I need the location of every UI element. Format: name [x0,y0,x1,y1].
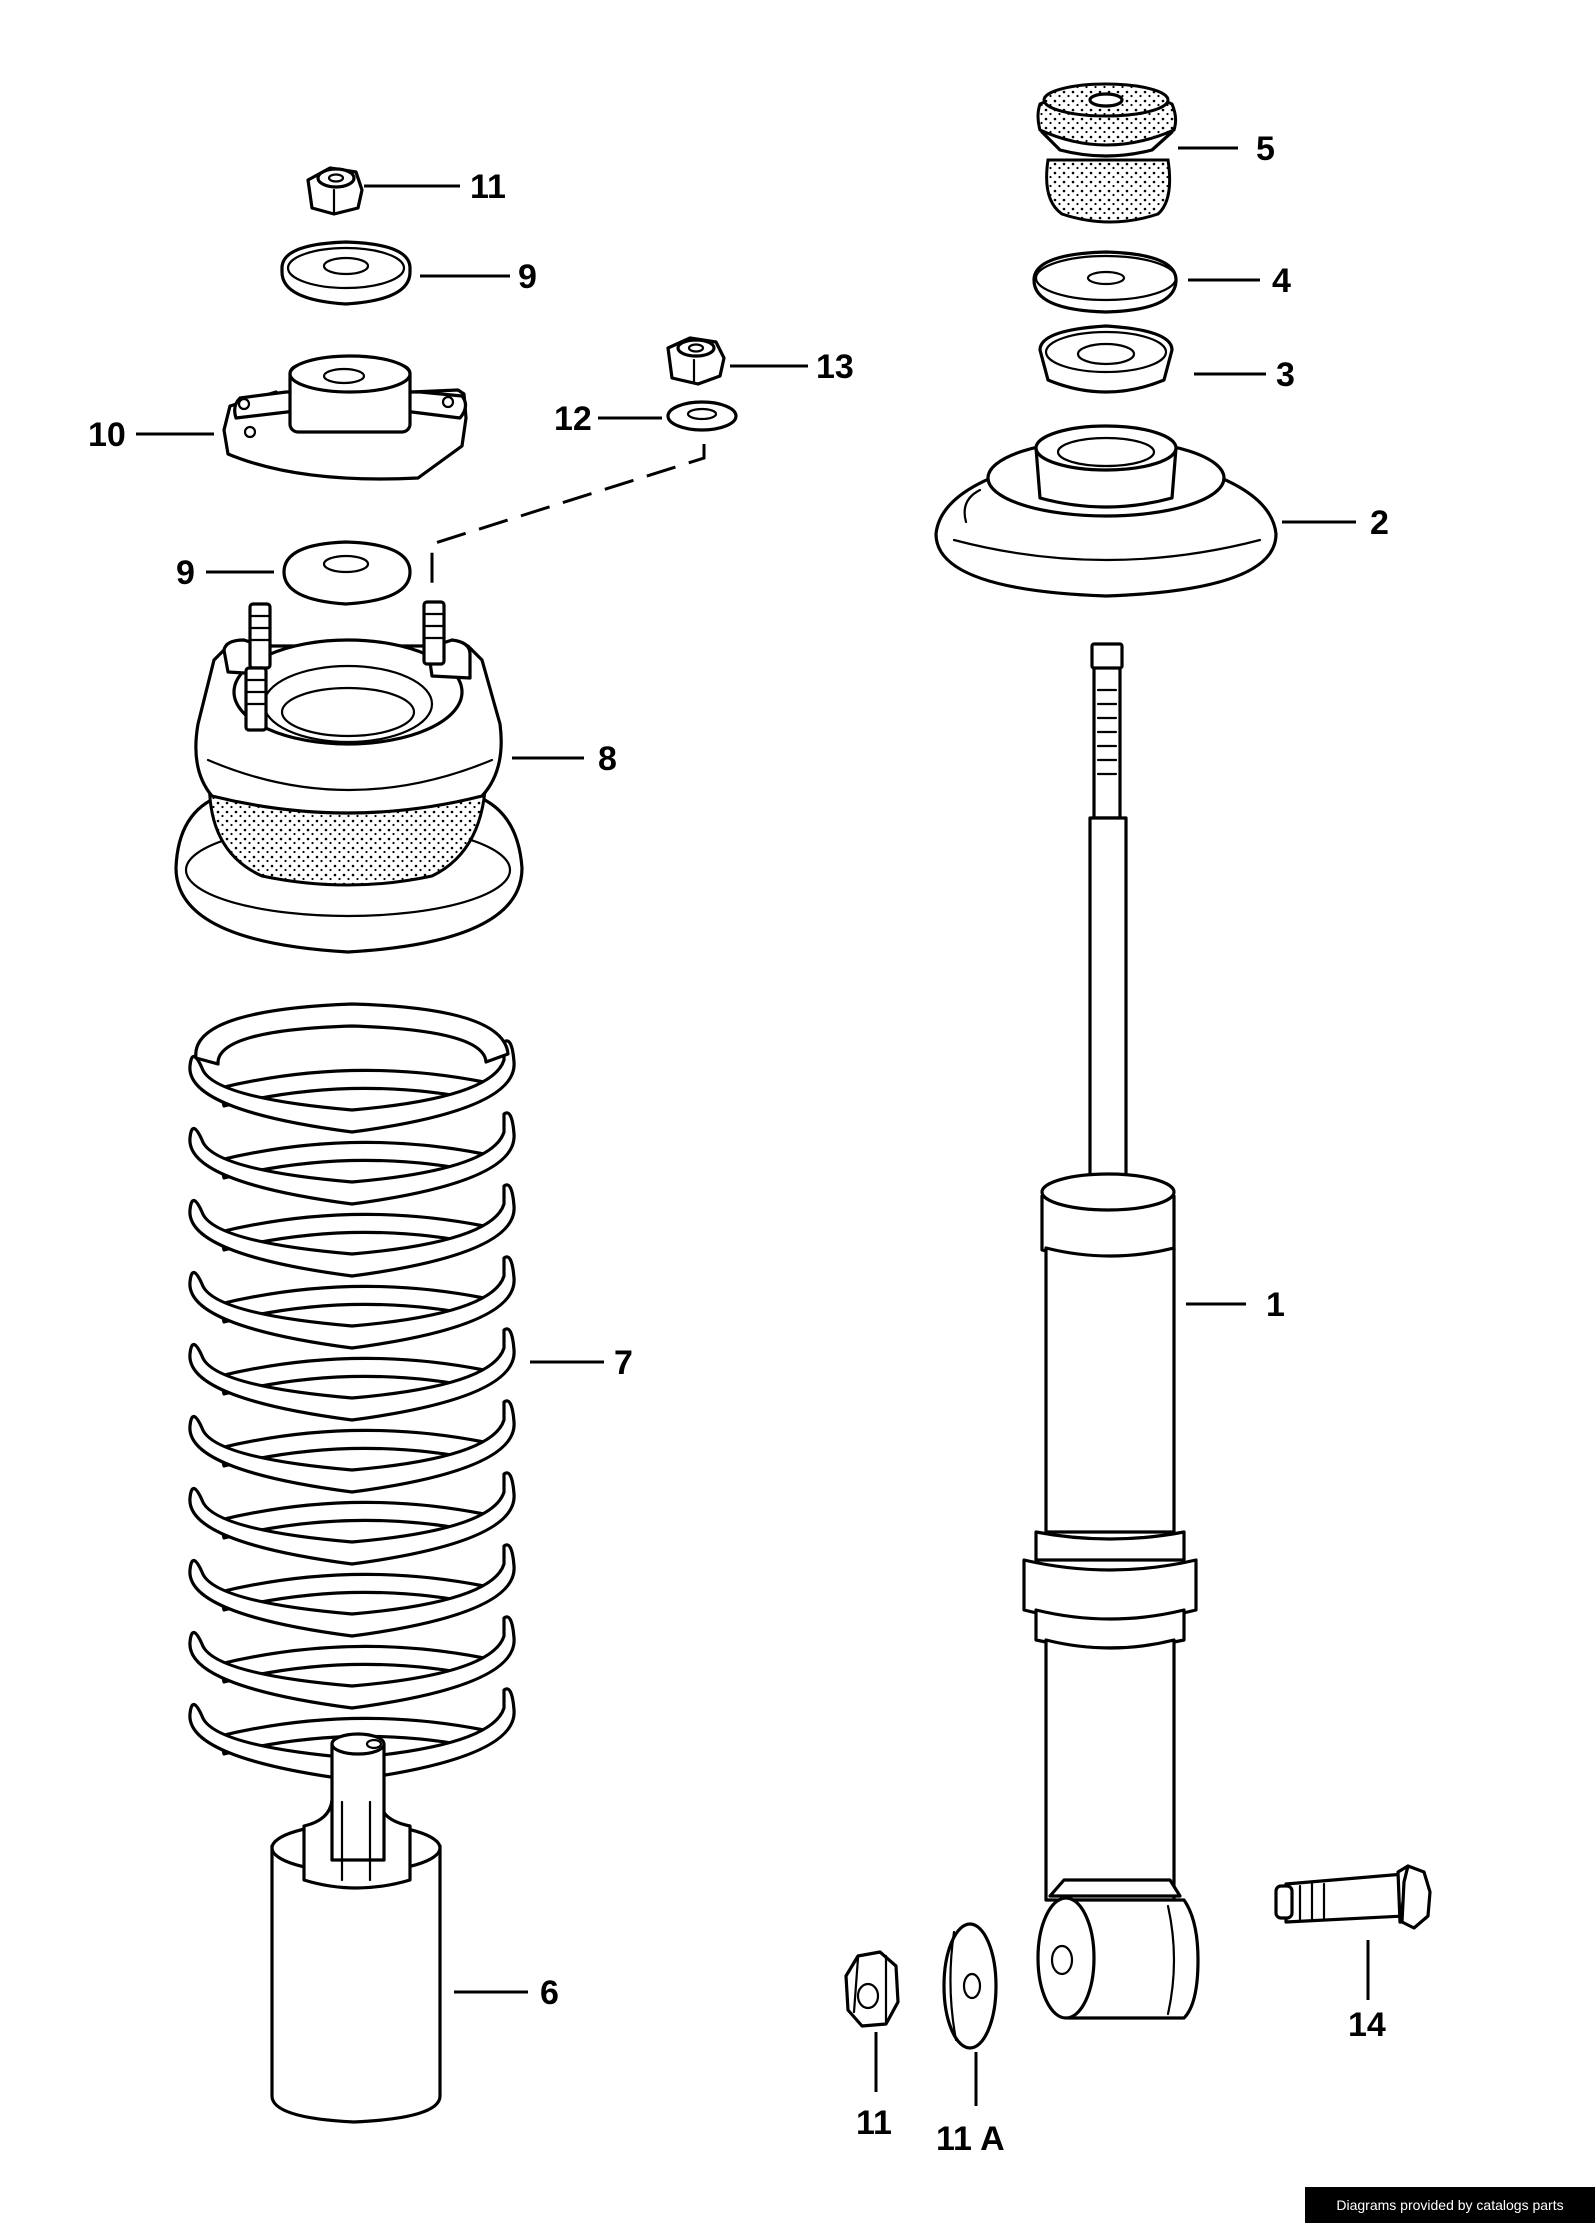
part-1-shock-absorber [1022,642,1200,2020]
callout-6: 6 [540,1974,559,2012]
callout-9-top: 9 [518,258,537,296]
callout-5: 5 [1256,130,1275,168]
part-12-washer [666,400,738,432]
spring-coil [188,1687,516,1782]
callout-13: 13 [816,348,854,386]
callout-2: 2 [1370,504,1389,542]
spring-coil [188,1471,516,1566]
part-8-strut-mount [174,600,524,954]
callout-10: 10 [88,416,126,454]
part-7-coil-spring [188,1002,516,1782]
spring-coil [188,1399,516,1494]
part-14-bolt [1274,1864,1432,1930]
part-2-top-mount [934,424,1278,598]
callout-14: 14 [1348,2006,1386,2044]
part-3-cup [1038,324,1174,394]
callout-11a: 11 A [936,2120,1005,2158]
spring-coil [188,1615,516,1710]
spring-coil [188,1543,516,1638]
callout-12: 12 [554,400,592,438]
assembly-dash-line [430,444,706,586]
spring-coil [188,1111,516,1206]
part-10-mount-plate [222,354,468,481]
part-11-nut-lower [844,1950,900,2028]
leader-lines [136,146,1370,2106]
spring-coil [188,1255,516,1350]
callout-1: 1 [1266,1286,1285,1324]
part-6-bump-stop [270,1732,442,2124]
callout-4: 4 [1272,262,1291,300]
callout-11-lower: 11 [856,2104,892,2142]
callout-7: 7 [614,1344,633,1382]
spring-top-coil [194,1002,510,1066]
callout-3: 3 [1276,356,1295,394]
part-4-washer [1032,250,1178,314]
spring-coil [188,1183,516,1278]
spring-coil [188,1327,516,1422]
callout-8: 8 [598,740,617,778]
callout-9-lower: 9 [176,554,195,592]
credit-banner: Diagrams provided by catalogs parts [1305,2187,1595,2223]
part-11-nut-top [306,166,364,216]
callout-11-top: 11 [470,168,506,206]
part-13-nut [666,336,726,386]
part-5-bump-rubber [1036,82,1178,224]
part-9-washer-top [280,240,412,306]
part-9-washer-lower [282,540,412,606]
part-11a-washer [942,1922,998,2050]
